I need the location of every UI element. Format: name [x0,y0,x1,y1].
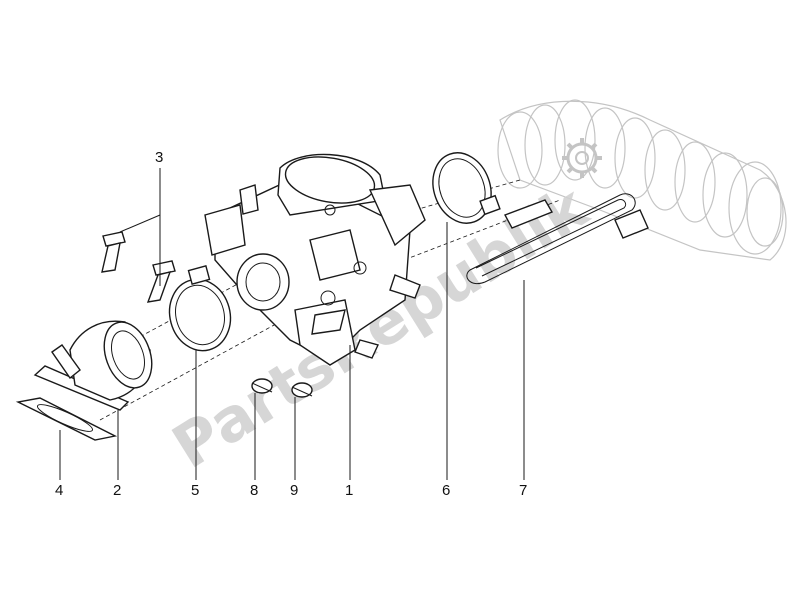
callout-4: 4 [55,482,63,499]
part-cable-heater [466,193,649,284]
part-carburetor [204,153,426,366]
callout-7: 7 [519,482,527,499]
callout-1: 1 [345,482,353,499]
gear-icon [562,138,602,178]
part-hose-clamp-5 [168,265,232,352]
leader-lines [59,168,525,480]
callout-3: 3 [155,149,163,166]
part-clip-9 [291,382,313,398]
part-clip-8 [251,378,273,394]
callout-9: 9 [290,482,298,499]
part-gasket [15,397,118,441]
callout-labels: 3 4 2 5 8 9 1 6 7 [55,149,527,499]
callout-6: 6 [442,482,450,499]
callout-8: 8 [250,482,258,499]
callout-2: 2 [113,482,121,499]
ghost-intake-hose [497,99,787,261]
part-screws [101,231,176,303]
callout-5: 5 [191,482,199,499]
part-intake-manifold [33,320,153,411]
part-hose-clamp-6 [432,152,501,224]
